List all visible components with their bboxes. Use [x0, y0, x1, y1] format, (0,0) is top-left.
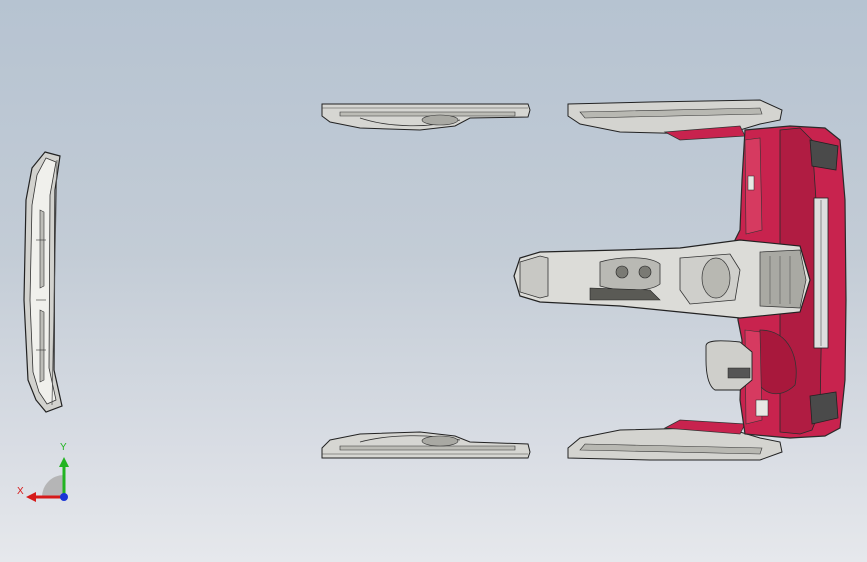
- door-panel-upper-left[interactable]: [321, 103, 531, 131]
- coordinate-triad: [26, 457, 69, 502]
- center-console[interactable]: [513, 239, 811, 391]
- rear-door-panel[interactable]: [23, 151, 63, 413]
- y-axis-label: Y: [60, 442, 67, 453]
- door-panel-lower-right[interactable]: [567, 419, 783, 461]
- door-panel-lower-left[interactable]: [321, 431, 531, 459]
- x-axis-label: X: [17, 486, 24, 497]
